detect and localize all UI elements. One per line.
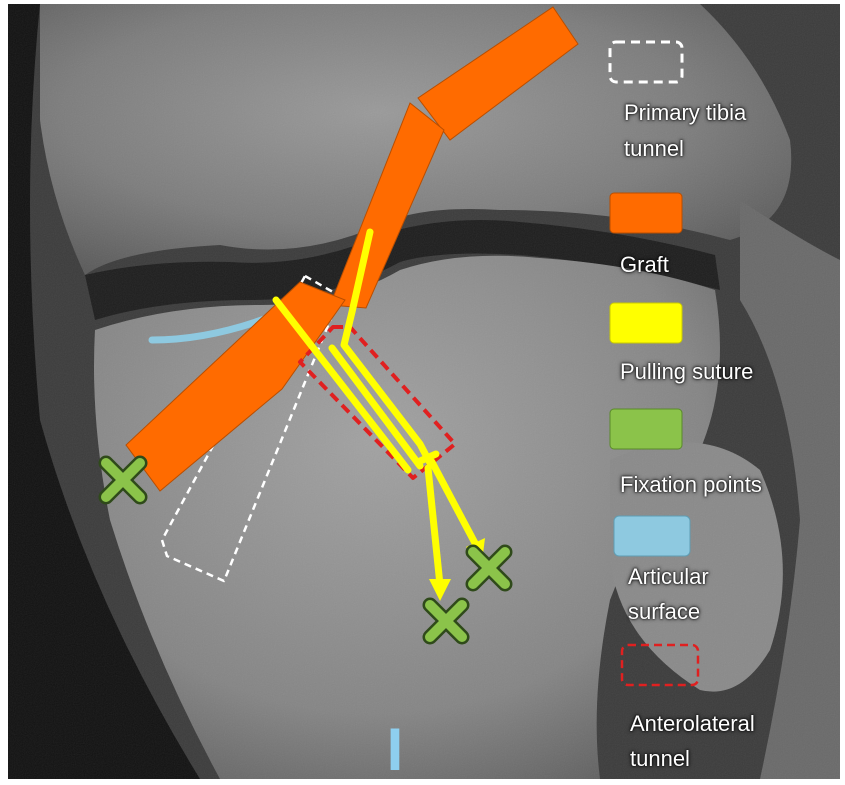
legend-anterolateral-line1: Anterolateral — [630, 709, 755, 739]
legend-articular-line1: Articular — [628, 562, 709, 592]
legend-suture-swatch — [610, 303, 682, 343]
legend-graft-label: Graft — [620, 250, 669, 280]
legend-articular-line2: surface — [628, 597, 700, 627]
legend-fixation-swatch — [610, 409, 682, 449]
legend-graft-swatch — [610, 193, 682, 233]
legend-anterolateral-line2: tunnel — [630, 744, 690, 774]
legend-articular-swatch — [614, 516, 690, 556]
marker-i-label: I — [387, 716, 404, 783]
legend-primary-tunnel-line2: tunnel — [624, 134, 684, 164]
legend-fixation-label: Fixation points — [620, 470, 762, 500]
legend-suture-label: Pulling suture — [620, 357, 753, 387]
legend-primary-tunnel-line1: Primary tibia — [624, 98, 746, 128]
